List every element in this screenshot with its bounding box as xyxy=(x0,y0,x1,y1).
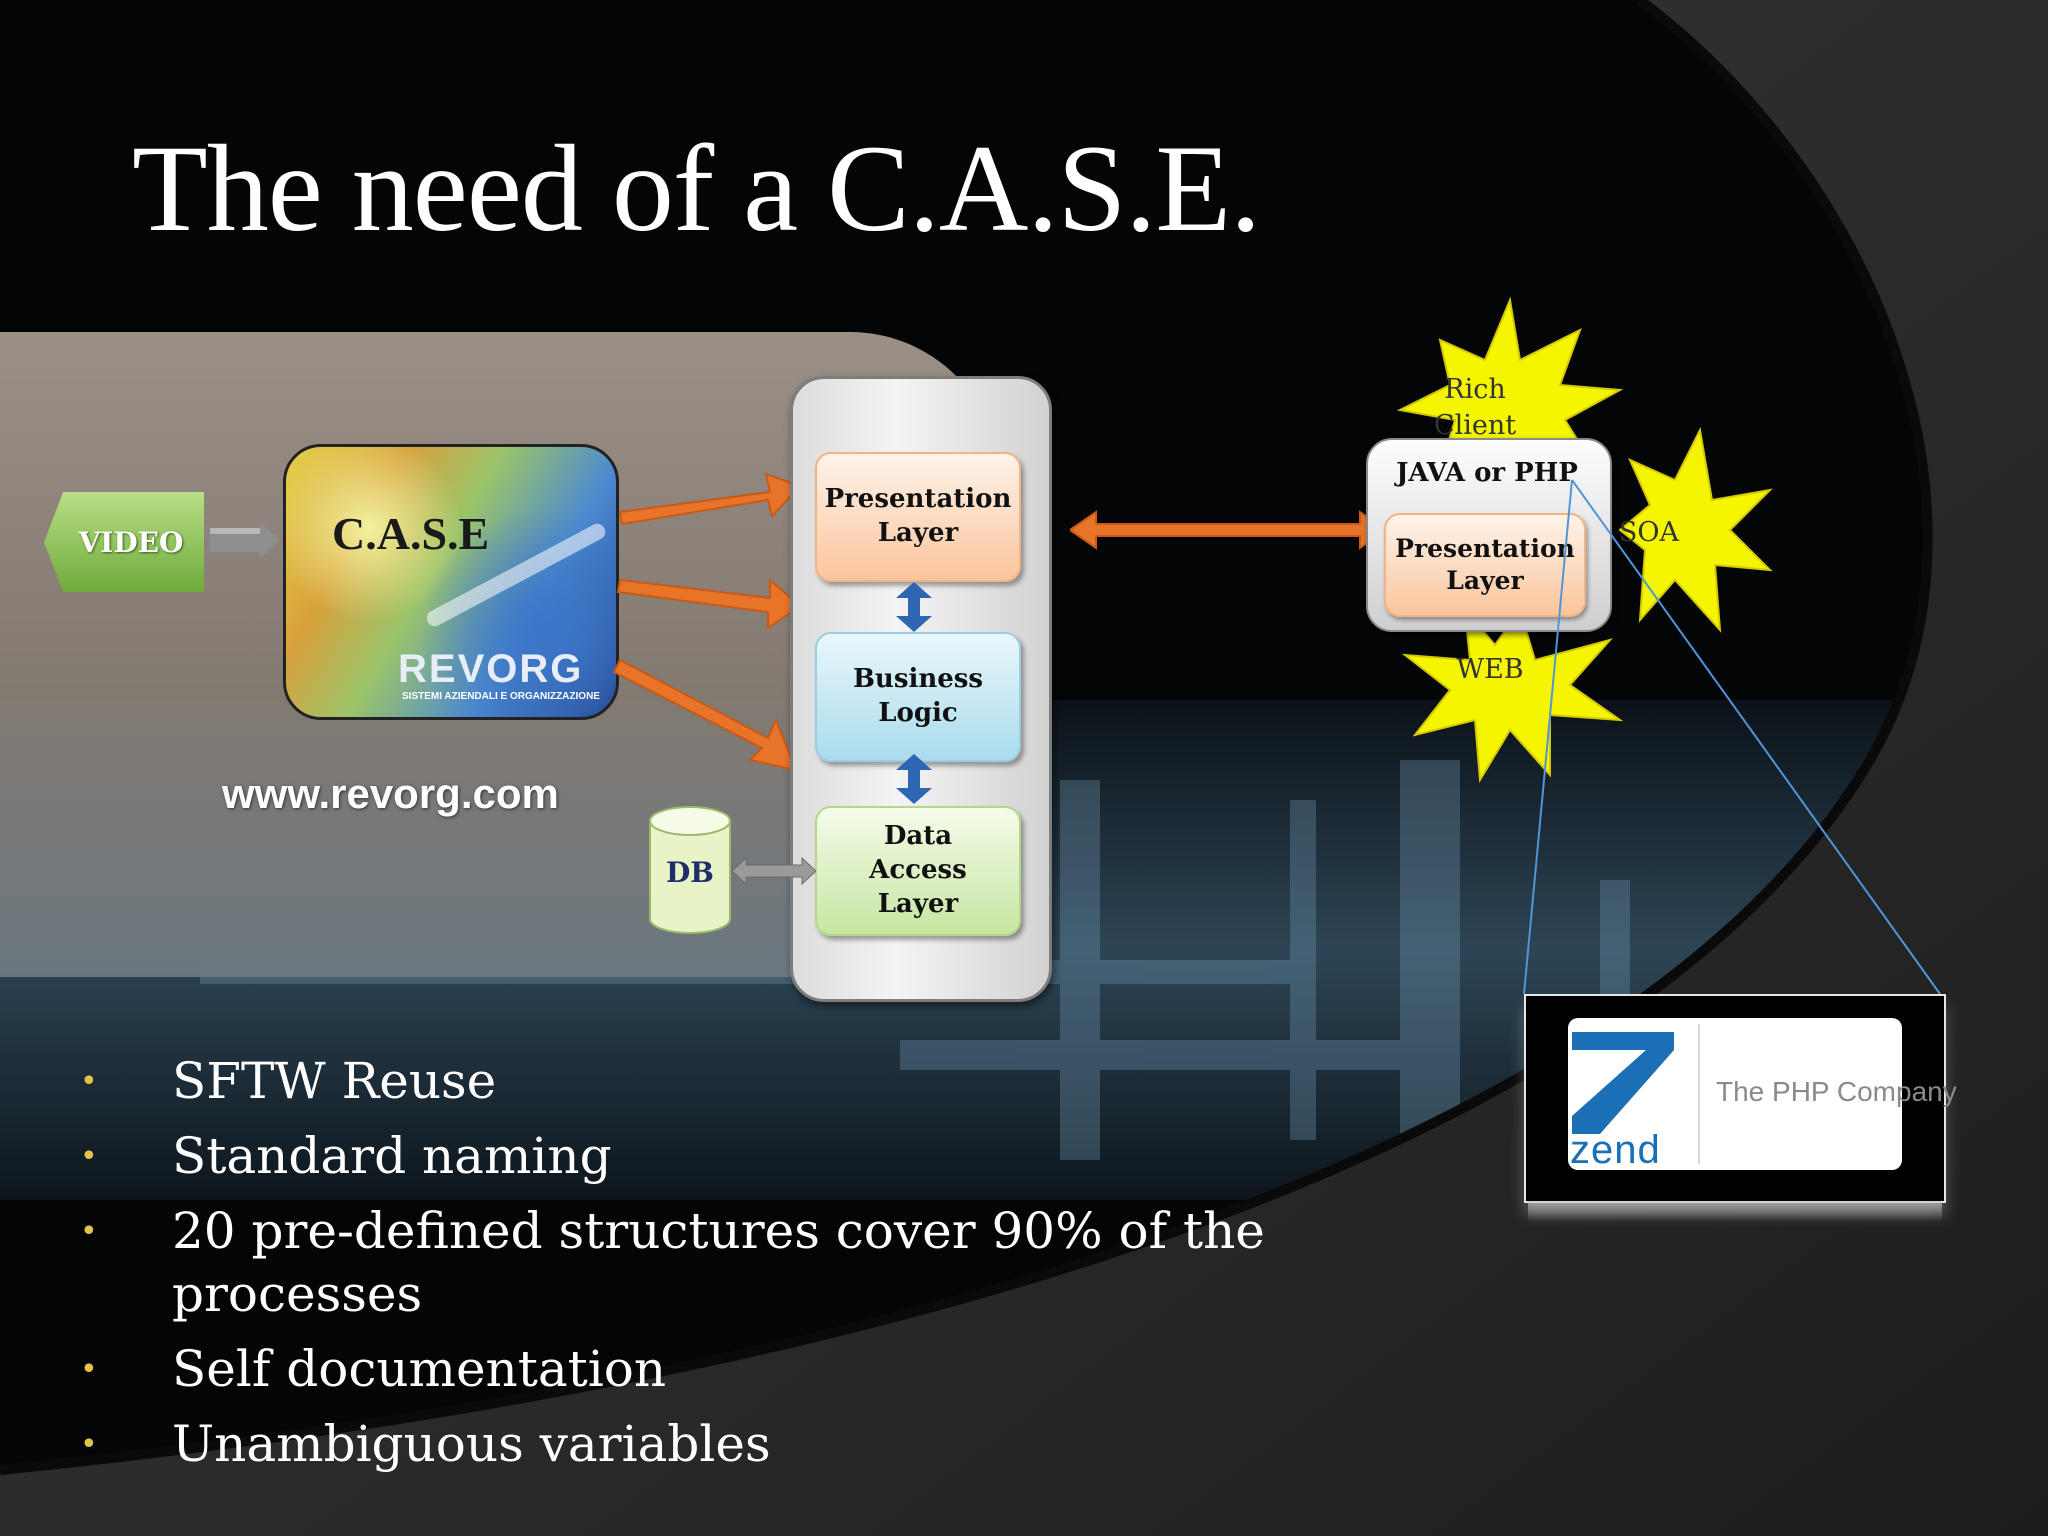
callout-line-right xyxy=(1571,479,1941,995)
revorg-url-link[interactable]: www.revorg.com xyxy=(222,770,559,817)
gray-arrow-icon xyxy=(210,522,280,558)
zend-divider xyxy=(1698,1024,1700,1164)
case-to-tiers-arrows xyxy=(612,472,802,772)
bullet-text: Standard naming xyxy=(172,1127,612,1185)
tier-to-client-arrow-icon xyxy=(1070,510,1386,550)
pres-biz-double-arrow-icon xyxy=(896,582,932,632)
bullet-item: • Unambiguous variables xyxy=(80,1413,1320,1476)
biz-data-double-arrow-icon xyxy=(896,754,932,804)
data-access-layer-label: Data Access Layer xyxy=(869,821,967,919)
callout-lines xyxy=(1523,479,1941,995)
zend-tagline: The PHP Company xyxy=(1716,1076,1957,1107)
bullet-item: • SFTW Reuse xyxy=(80,1050,1320,1113)
db-data-arrow-icon xyxy=(732,856,816,886)
java-or-php-label: JAVA or PHP xyxy=(1396,458,1578,488)
bullet-text: Self documentation xyxy=(172,1340,667,1398)
bullet-text: Unambiguous variables xyxy=(172,1415,771,1473)
zend-reflection xyxy=(1528,1201,1942,1221)
arrow-to-data-icon xyxy=(612,658,798,772)
case-label: C.A.S.E xyxy=(332,508,490,559)
soa-burst-icon xyxy=(1618,426,1773,633)
presentation-layer-label: Presentation Layer xyxy=(824,484,1012,548)
arrow-to-business-icon xyxy=(616,577,802,630)
bullet-dot-icon: • xyxy=(80,1214,98,1249)
bullet-dot-icon: • xyxy=(80,1352,98,1387)
zend-wordmark: zend xyxy=(1570,1128,1661,1172)
slide-title: The need of a C.A.S.E. xyxy=(132,120,1261,257)
bullet-dot-icon: • xyxy=(80,1427,98,1462)
client-presentation-layer-box: Presentation Layer xyxy=(1384,513,1586,617)
bullet-text: SFTW Reuse xyxy=(172,1052,497,1110)
bullet-item: • 20 pre-defined structures cover 90% of … xyxy=(80,1200,1320,1326)
video-button[interactable]: VIDEO xyxy=(44,492,204,592)
bullet-list: • SFTW Reuse • Standard naming • 20 pre-def… xyxy=(80,1050,1320,1488)
business-logic-box: Business Logic xyxy=(815,632,1021,762)
client-presentation-layer-label: Presentation Layer xyxy=(1395,533,1575,596)
database-icon xyxy=(649,806,731,934)
web-burst-icon xyxy=(1401,606,1624,784)
case-product-image: C.A.S.E REVORG SISTEMI AZIENDALI E ORGAN… xyxy=(283,444,619,720)
database-label: DB xyxy=(666,856,714,889)
web-label: WEB xyxy=(1456,654,1524,685)
zend-z-icon xyxy=(1572,1032,1674,1134)
soa-label: SOA xyxy=(1618,517,1680,548)
bullet-item: • Standard naming xyxy=(80,1125,1320,1188)
presentation-layer-box: Presentation Layer xyxy=(815,452,1021,582)
revorg-logo-subtitle: SISTEMI AZIENDALI E ORGANIZZAZIONE xyxy=(402,691,600,702)
bullet-item: • Self documentation xyxy=(80,1338,1320,1401)
rich-client-label: Rich Client xyxy=(1433,374,1517,442)
bullet-text: 20 pre-defined structures cover 90% of t… xyxy=(172,1202,1265,1323)
arrow-to-presentation-icon xyxy=(618,472,802,526)
tier-connector-arrows xyxy=(896,582,932,804)
callout-line-left xyxy=(1523,479,1573,995)
bullet-dot-icon: • xyxy=(80,1064,98,1099)
data-access-layer-box: Data Access Layer xyxy=(815,806,1021,936)
business-logic-label: Business Logic xyxy=(852,664,984,728)
bullet-dot-icon: • xyxy=(80,1139,98,1174)
revorg-logo: REVORG xyxy=(398,647,584,691)
